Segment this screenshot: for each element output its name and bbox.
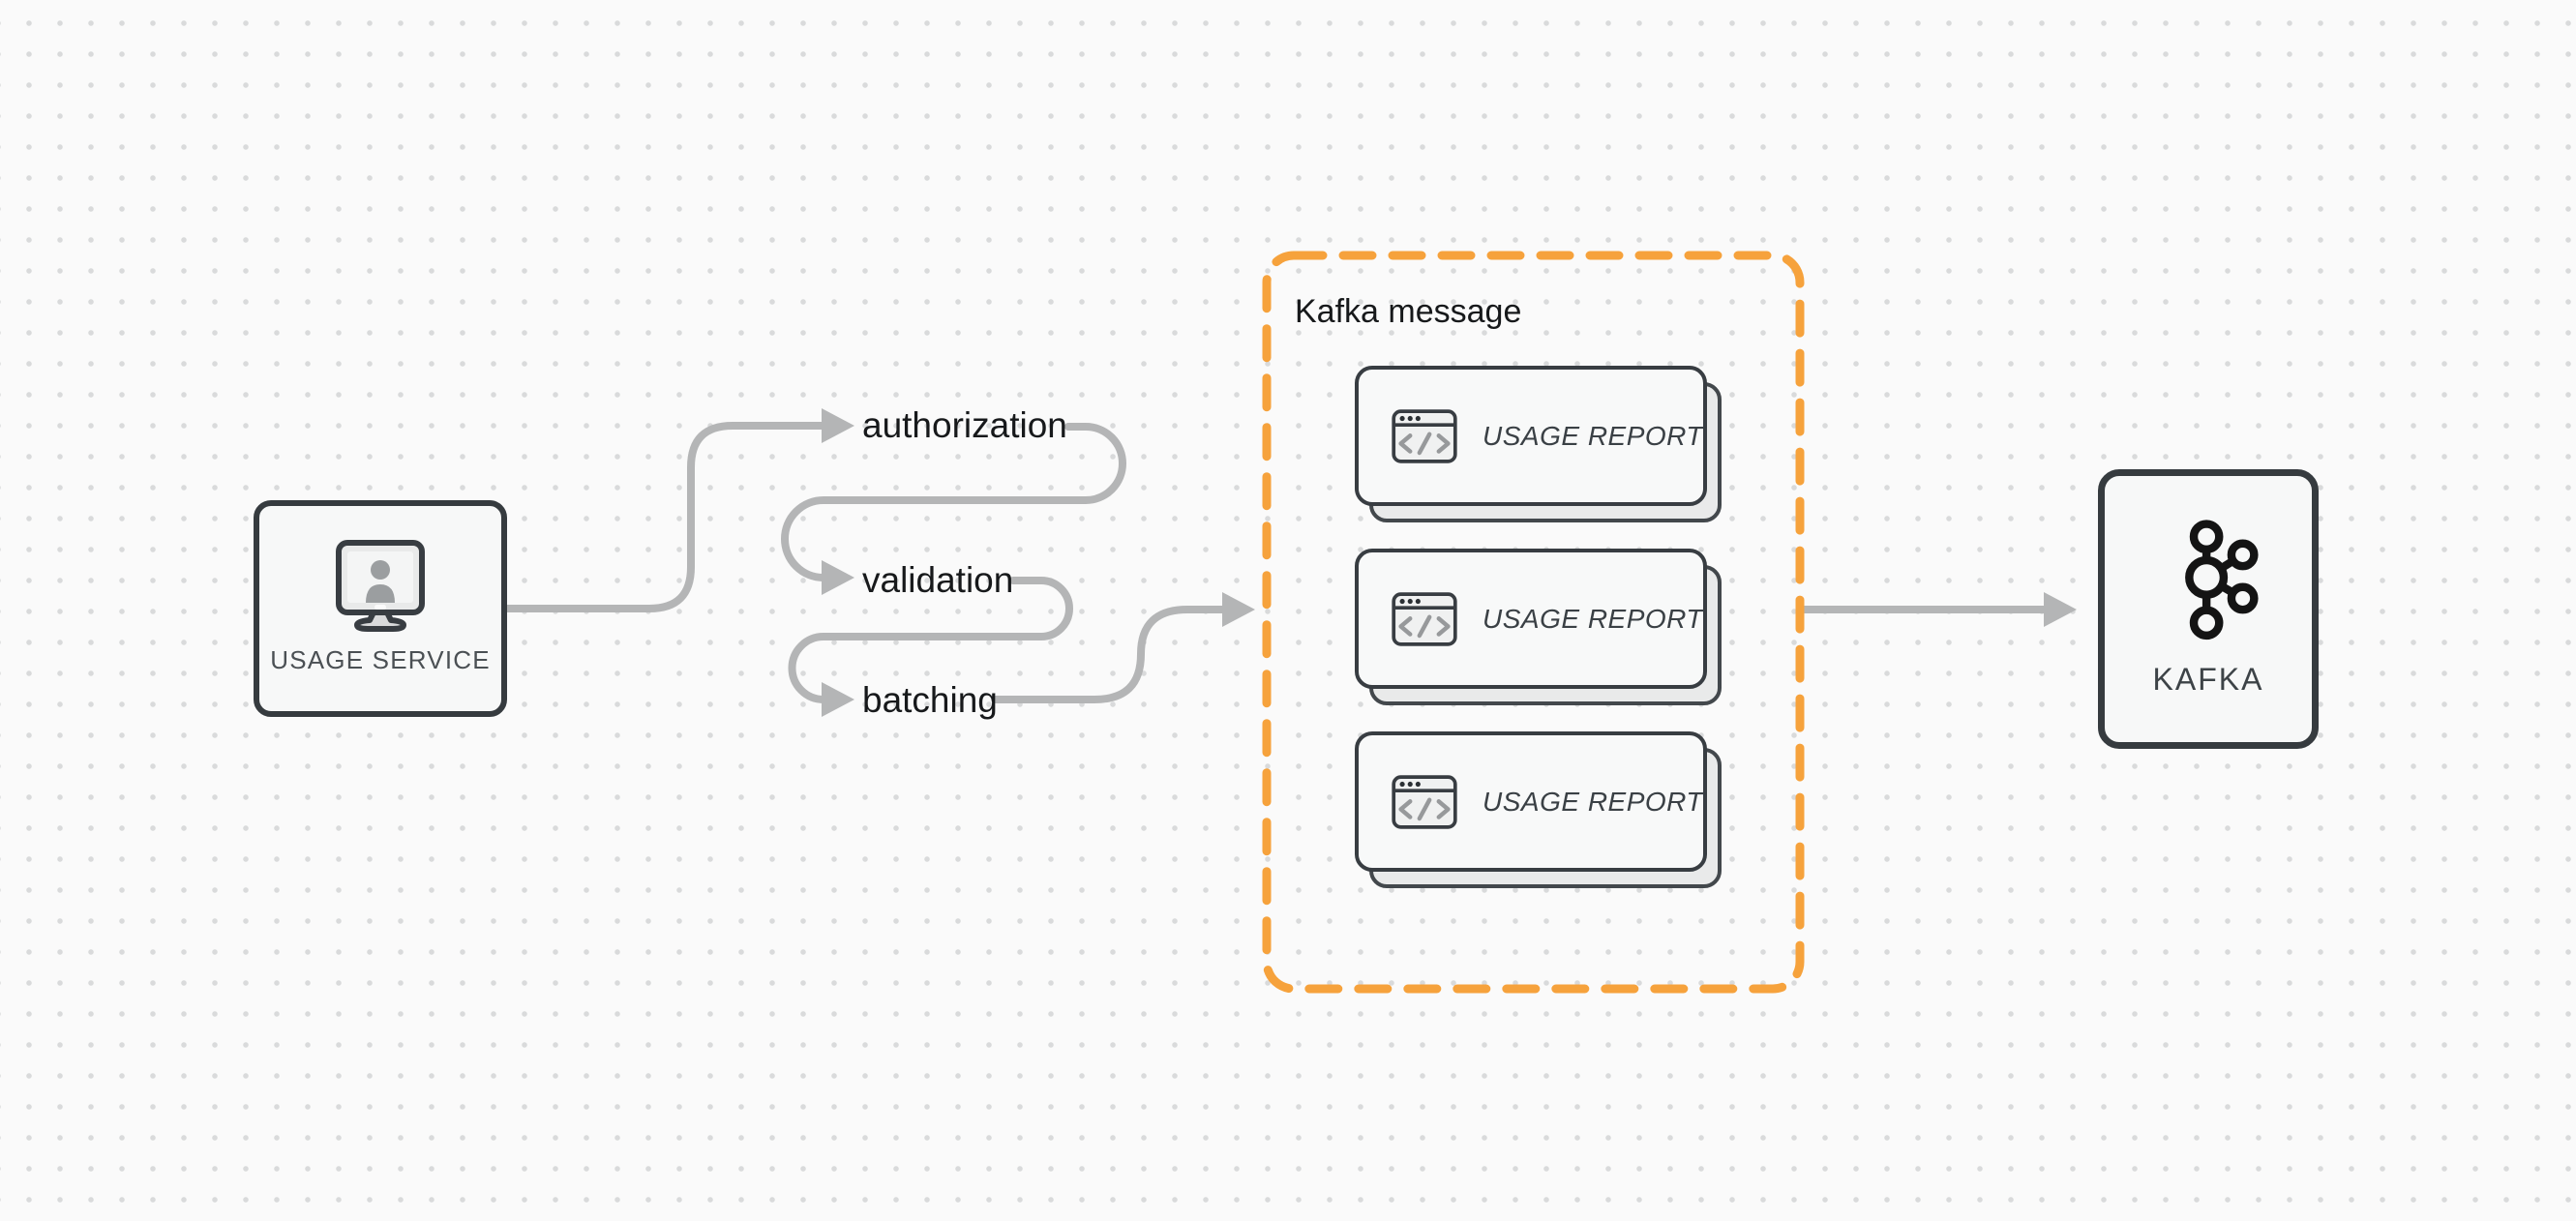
code-window-icon (1392, 591, 1457, 646)
kafka-node: KAFKA (2098, 469, 2319, 749)
connector-validation-to-batching (788, 577, 1073, 703)
kafka-label: KAFKA (2152, 662, 2264, 697)
kafka-message-title: Kafka message (1295, 293, 1522, 330)
code-glyph-icon (1398, 614, 1451, 638)
usage-report-card: USAGE REPORT (1355, 366, 1722, 522)
kafka-message-group: Kafka message USAGE REPORT (1262, 251, 1804, 994)
arrowhead-kafka-icon (2044, 592, 2077, 627)
step-validation-label: validation (862, 560, 1014, 600)
kafka-message-dashed-border (1262, 251, 1805, 994)
arrowhead-authorization-icon (822, 408, 854, 443)
step-authorization-label: authorization (862, 405, 1067, 445)
connector-usage-to-authorization (502, 422, 825, 612)
usage-report-label: USAGE REPORT (1483, 603, 1703, 634)
code-window-icon (1392, 408, 1457, 463)
usage-report-card: USAGE REPORT (1355, 731, 1722, 888)
arrowhead-batching-icon (822, 682, 854, 717)
code-window-icon (1392, 774, 1457, 829)
code-glyph-icon (1398, 432, 1451, 455)
user-monitor-icon (336, 540, 425, 632)
step-batching-label: batching (862, 680, 998, 720)
arrowhead-kafka-message-icon (1222, 592, 1255, 627)
usage-service-label: USAGE SERVICE (270, 645, 491, 674)
usage-service-node: USAGE SERVICE (254, 500, 507, 717)
connector-batching-to-kafka-message (991, 606, 1226, 703)
usage-report-label: USAGE REPORT (1483, 786, 1703, 817)
connector-authorization-to-validation (781, 423, 1126, 581)
usage-report-card: USAGE REPORT (1355, 549, 1722, 705)
arrowhead-validation-icon (822, 560, 854, 595)
code-glyph-icon (1398, 797, 1451, 820)
kafka-logo-icon (2185, 520, 2259, 640)
usage-report-label: USAGE REPORT (1483, 420, 1703, 451)
